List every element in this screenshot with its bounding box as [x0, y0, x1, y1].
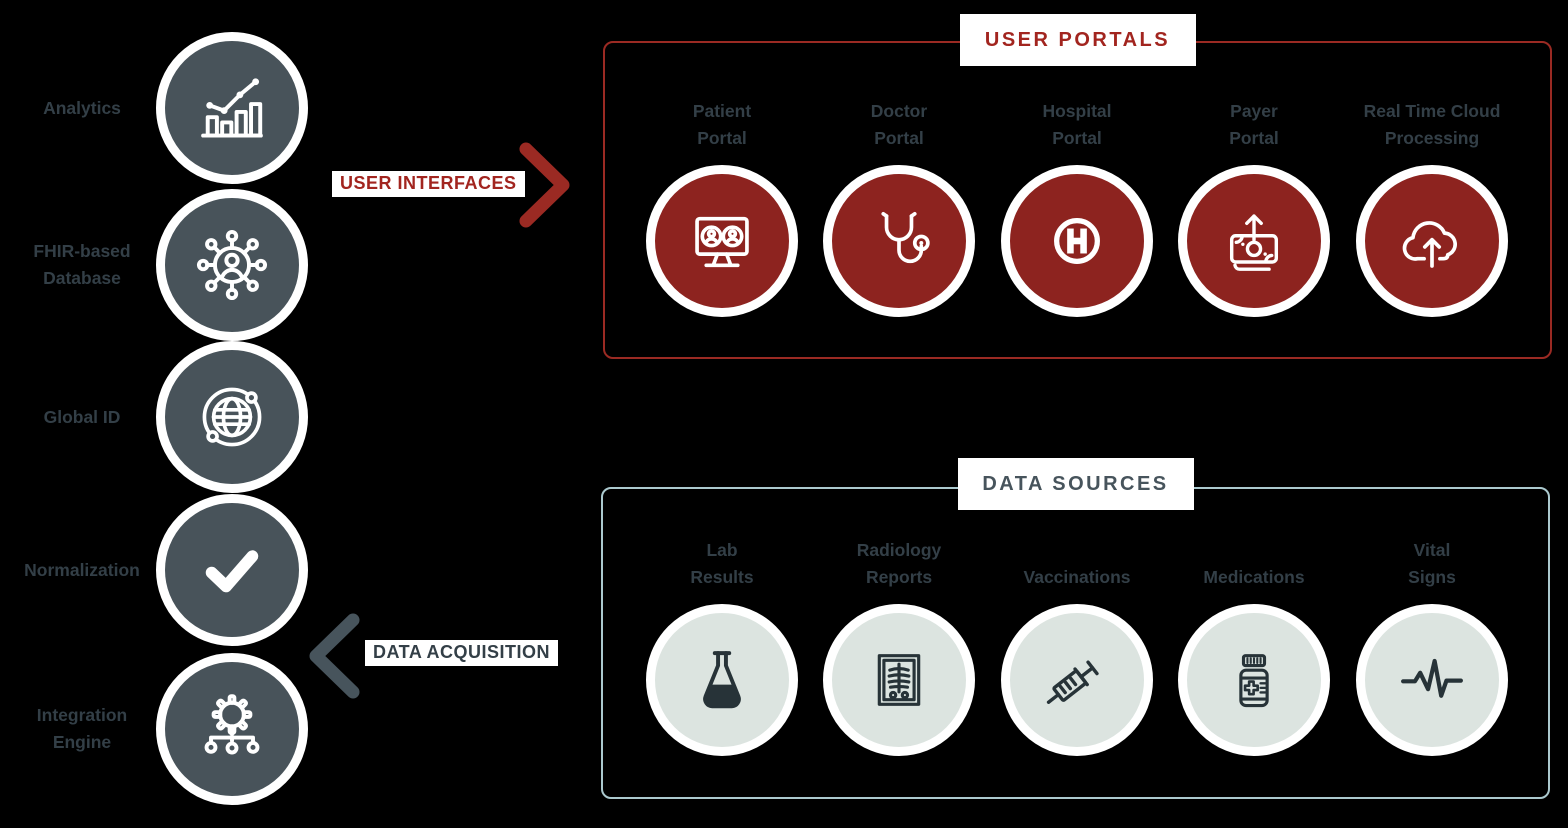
- portal-item: Hospital Portal: [987, 88, 1167, 317]
- portal-circle: [823, 165, 975, 317]
- source-circle: [1356, 604, 1508, 756]
- portal-item: Doctor Portal: [809, 88, 989, 317]
- pipeline-node-circle: [156, 189, 308, 341]
- portal-item-label: Hospital Portal: [1042, 101, 1112, 148]
- hospital-h-icon: [1054, 218, 1100, 264]
- portal-item-label: Payer Portal: [1229, 101, 1279, 148]
- source-item-label: Medications: [1203, 567, 1305, 587]
- pipeline-node-label: FHIR-based Database: [33, 241, 131, 288]
- portal-item: Real Time Cloud Processing: [1342, 88, 1522, 317]
- portal-circle: [1001, 165, 1153, 317]
- left-chevron-icon: [309, 613, 360, 699]
- portal-circle: [1178, 165, 1330, 317]
- user-interfaces-tag: USER INTERFACES: [332, 171, 525, 197]
- portal-circle: [1356, 165, 1508, 317]
- checkmark-icon: [205, 550, 259, 593]
- bar-chart-icon: [201, 78, 263, 138]
- flask-icon: [703, 651, 741, 709]
- source-item: Vital Signs: [1342, 527, 1522, 756]
- pipeline-node-circle: [156, 653, 308, 805]
- source-item-label: Vital Signs: [1408, 540, 1456, 587]
- pipeline-node-circle: [156, 494, 308, 646]
- pipeline-node-label: Analytics: [43, 97, 121, 118]
- user-interfaces-label: USER INTERFACES: [340, 173, 517, 193]
- network-person-icon: [196, 229, 268, 301]
- monitor-users-icon: [695, 216, 749, 268]
- source-circle: [1178, 604, 1330, 756]
- globe-orbit-icon: [202, 387, 262, 447]
- data-sources-title: DATA SOURCES: [957, 458, 1194, 510]
- pill-bottle-icon: [1239, 654, 1269, 708]
- source-item-label: Vaccinations: [1023, 567, 1131, 587]
- user-portals-title: USER PORTALS: [959, 14, 1196, 66]
- user-portals-panel: USER PORTALS: [603, 14, 1552, 359]
- portal-item: Payer Portal: [1164, 88, 1344, 317]
- source-circle: [1001, 604, 1153, 756]
- source-circle: [823, 604, 975, 756]
- portal-circle: [646, 165, 798, 317]
- pipeline-node-label: Global ID: [43, 406, 121, 427]
- source-item-label: Radiology Reports: [856, 540, 942, 587]
- source-item: Radiology Reports: [809, 527, 989, 756]
- portal-item: Patient Portal: [632, 88, 812, 317]
- pipeline-node-circle: [156, 341, 308, 493]
- pipeline-node-label: Integration Engine: [36, 705, 128, 752]
- gear-branch-icon: [204, 694, 260, 755]
- syringe-icon: [1046, 660, 1099, 704]
- heartbeat-icon: [1401, 658, 1463, 698]
- portal-item-label: Patient Portal: [692, 101, 752, 148]
- data-acquisition-tag: DATA ACQUISITION: [365, 640, 558, 666]
- source-item: Vaccinations: [987, 527, 1167, 756]
- source-item-label: Lab Results: [690, 540, 754, 587]
- pipeline-node-label: Normalization: [24, 559, 140, 580]
- right-chevron-icon: [519, 142, 570, 228]
- portal-item-label: Real Time Cloud Processing: [1363, 101, 1501, 148]
- stethoscope-icon: [881, 211, 930, 264]
- pipeline-node-circle: [156, 32, 308, 184]
- source-circle: [646, 604, 798, 756]
- source-item: Medications: [1164, 527, 1344, 756]
- xray-film-icon: [877, 654, 921, 706]
- cloud-upload-icon: [1402, 221, 1457, 268]
- data-sources-panel: DATA SOURCES: [601, 458, 1550, 799]
- source-item: Lab Results: [632, 527, 812, 756]
- data-acquisition-label: DATA ACQUISITION: [373, 642, 550, 662]
- money-arrow-icon: [1229, 214, 1279, 271]
- portal-item-label: Doctor Portal: [870, 101, 928, 148]
